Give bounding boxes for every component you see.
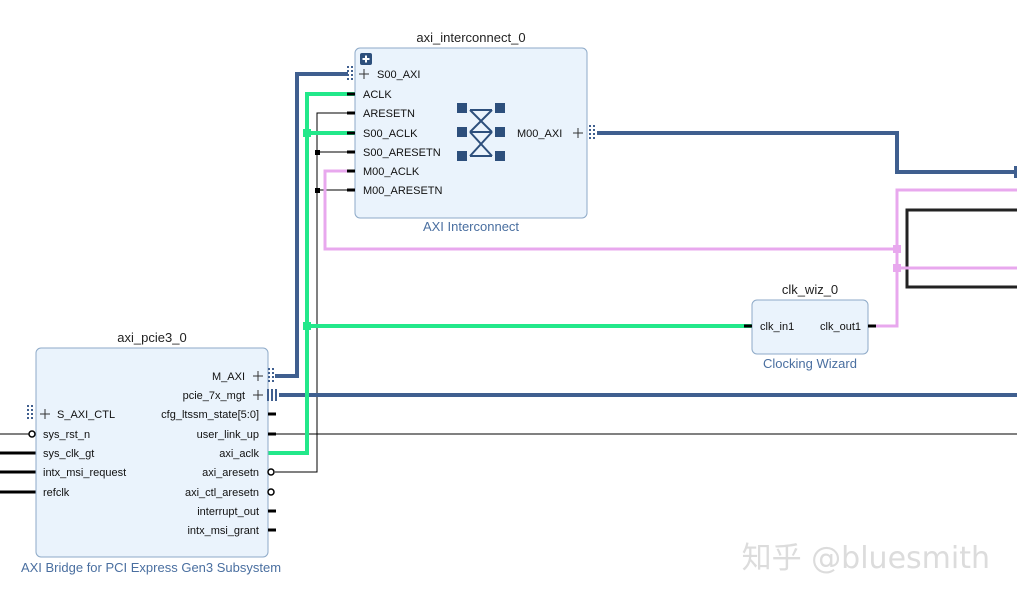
pin-axi-aclk[interactable]: axi_aclk [219,448,259,460]
pin-user-link-up[interactable]: user_link_up [197,429,259,441]
bus-interface-icon[interactable] [27,405,33,419]
pin-intx-msi-request[interactable]: intx_msi_request [43,467,126,479]
external-input-wires[interactable] [0,451,36,494]
pin-axi-aresetn[interactable]: axi_aresetn [202,467,259,479]
axi-interconnect-block[interactable]: axi_interconnect_0 S00_AXI [347,30,595,234]
expand-plus-icon[interactable] [253,371,263,400]
pin-m-axi[interactable]: M_AXI [212,371,245,383]
clkwiz-subtitle: Clocking Wizard [763,356,857,371]
pcie-left-pins: S_AXI_CTL sys_rst_n sys_clk_gt intx_msi_… [43,409,126,499]
pin-aclk[interactable]: ACLK [363,89,392,101]
clk-out-net[interactable] [323,169,1017,328]
watermark: 知乎 @bluesmith [742,541,990,576]
reset-wires[interactable] [0,112,1017,473]
pin-cfg-ltssm-state[interactable]: cfg_ltssm_state[5:0] [161,409,259,421]
pin-refclk[interactable]: refclk [43,487,70,499]
clkwiz-title: clk_wiz_0 [782,282,838,297]
expand-plus-icon[interactable] [40,409,50,419]
bus-interface-icon[interactable] [268,368,274,382]
pin-s00-axi[interactable]: S00_AXI [377,69,420,81]
clocking-wizard-block[interactable]: clk_wiz_0 clk_in1 clk_out1 Clocking Wiza… [744,282,876,371]
pin-clk-out1[interactable]: clk_out1 [820,321,861,333]
pin-m00-aresetn[interactable]: M00_ARESETN [363,185,443,197]
right-dark-net[interactable] [905,208,1017,289]
pin-s-axi-ctl[interactable]: S_AXI_CTL [57,409,115,421]
pcie-subtitle: AXI Bridge for PCI Express Gen3 Subsyste… [21,560,281,575]
pin-s00-aclk[interactable]: S00_ACLK [363,128,418,140]
pin-aresetn[interactable]: ARESETN [363,108,415,120]
bus-interface-icon[interactable] [347,66,353,80]
pcie-right-pins: M_AXI pcie_7x_mgt cfg_ltssm_state[5:0] u… [161,371,259,537]
pcie-title: axi_pcie3_0 [117,330,186,345]
pin-sys-rst-n[interactable]: sys_rst_n [43,429,90,441]
interconnect-crossbar-icon [457,103,505,161]
pin-m00-aclk[interactable]: M00_ACLK [363,166,420,178]
pin-intx-msi-grant[interactable]: intx_msi_grant [187,525,259,537]
pin-axi-ctl-aresetn[interactable]: axi_ctl_aresetn [185,487,259,499]
axi-bus-nets[interactable] [275,72,1017,397]
pin-pcie-7x-mgt[interactable]: pcie_7x_mgt [183,390,245,402]
pin-interrupt-out[interactable]: interrupt_out [197,506,259,518]
interconnect-title: axi_interconnect_0 [416,30,525,45]
pin-s00-aresetn[interactable]: S00_ARESETN [363,147,441,159]
expand-plus-icon[interactable] [573,128,583,138]
expand-plus-icon[interactable] [360,53,372,65]
interconnect-subtitle: AXI Interconnect [423,219,519,234]
pin-clk-in1[interactable]: clk_in1 [760,321,794,333]
pin-m00-axi[interactable]: M00_AXI [517,128,562,140]
axi-pcie-block[interactable]: axi_pcie3_0 S_AXI_CTL sys_rst_n sys_clk_… [21,330,281,575]
pcie-body[interactable] [35,347,269,558]
expand-plus-icon[interactable] [359,69,369,79]
bus-interface-icon[interactable] [589,125,595,139]
pin-sys-clk-gt[interactable]: sys_clk_gt [43,448,94,460]
interconnect-left-pins: S00_AXI ACLK ARESETN S00_ACLK S00_ARESET… [363,69,443,197]
